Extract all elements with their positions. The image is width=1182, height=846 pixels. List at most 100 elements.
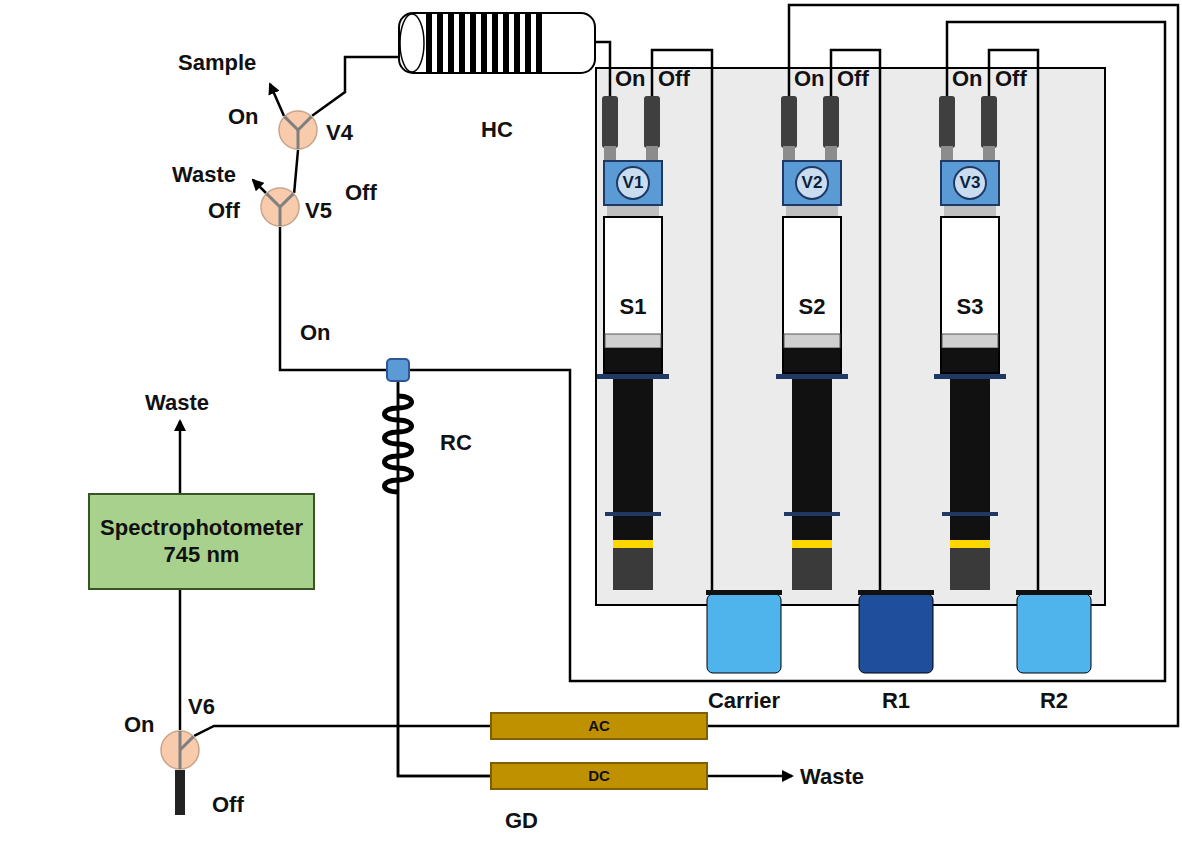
node-label: V5 [305,198,332,224]
valve-port [280,194,293,207]
barrel-outline [783,217,841,373]
plunger-base [950,548,990,590]
gas-diffusion-channel: DC [490,762,708,790]
tubing-connector [312,57,398,116]
tubing-connector [708,5,1178,726]
coil-turn [481,14,487,72]
plunger-band [950,540,990,548]
plunger-band [792,540,832,548]
syringe-flange [605,512,661,516]
syringe-flange [597,374,669,379]
valve-port [297,130,300,149]
syringe-plate [607,206,659,216]
port-label: GD [505,808,538,834]
node-shape [706,590,782,674]
syringe-parts [597,206,1006,590]
node-label: S3 [957,294,984,320]
barrel-outline [604,217,662,373]
tube [644,96,660,148]
valve-body [161,731,199,769]
coil-turn [426,14,432,72]
valve-port [279,207,282,226]
coil-end [400,14,424,72]
plunger-band [613,540,653,548]
node-label: AC [588,717,610,735]
reaction-coil [385,396,412,492]
coil-turn [437,14,443,72]
coil-body [399,13,595,73]
coil-turn [470,14,476,72]
outlet-arrow [708,775,792,778]
coil-turn [525,14,531,72]
valve-port [180,737,193,750]
plunger-head [605,348,661,372]
holding-coil: HC [398,12,596,74]
node-shape [160,730,200,770]
bottle-body [1017,594,1091,673]
tube [823,96,839,148]
valve-symbol: V6 [160,730,200,770]
tubing-connector [398,22,1165,776]
instrument-box: Spectrophotometer 745 nm [88,493,315,590]
port-label: Off [995,66,1027,92]
plunger-head [942,348,998,372]
syringe-valve: V2 [782,160,842,206]
valve-port [298,117,311,130]
tube [939,96,955,148]
port-label: Sample [178,50,256,76]
bottle-cap [706,590,782,595]
syringe-barrel: S3 [940,216,1000,374]
port-label: On [952,66,983,92]
valve-rotor [617,167,649,199]
reagent-bottle: R2 [1016,590,1092,674]
port-label: Waste [800,764,864,790]
coil-turn [514,14,520,72]
valve-rotor [796,167,828,199]
node-shape [278,110,318,150]
reagent-bottle: R1 [858,590,934,674]
port-label: Off [837,66,869,92]
valve-port [179,750,182,769]
coil-turn [459,14,465,72]
valve-port [267,194,280,207]
tube [941,146,953,160]
port-label: Off [345,180,377,206]
outlet-arrow [179,421,182,493]
valve-stub [175,770,185,815]
node-label: Spectrophotometer 745 nm [90,515,313,568]
valve-rotor [954,167,986,199]
syringe-barrel: S2 [782,216,842,374]
bottle-cap [858,590,934,595]
bottle-cap [1016,590,1092,595]
node-label: HC [398,117,596,143]
tubing-connector [194,726,490,736]
tube [983,146,995,160]
tube [646,146,658,160]
node-label: V4 [326,120,353,146]
tube [602,96,618,148]
plunger-tip [784,334,840,348]
node-label: S2 [799,294,826,320]
node-label: R1 [882,688,910,714]
valve-body [279,111,317,149]
coil-turn [492,14,498,72]
syringe-flange [934,374,1006,379]
node-shape [858,590,934,674]
bottle-body [859,594,933,673]
node-label: S1 [620,294,647,320]
outlet-arrow [270,84,284,116]
valve-tubes [602,96,997,160]
tube [604,146,616,160]
plunger-base [613,548,653,590]
outlet-arrow [253,180,266,193]
reagent-bottle: Carrier [706,590,782,674]
port-label: Waste [145,390,209,416]
node-label: R2 [1040,688,1068,714]
pump-panel [596,68,1105,605]
port-label: On [124,712,155,738]
port-label: On [228,104,259,130]
port-label: On [794,66,825,92]
syringe-plate [786,206,838,216]
node-label: V3 [960,173,981,193]
